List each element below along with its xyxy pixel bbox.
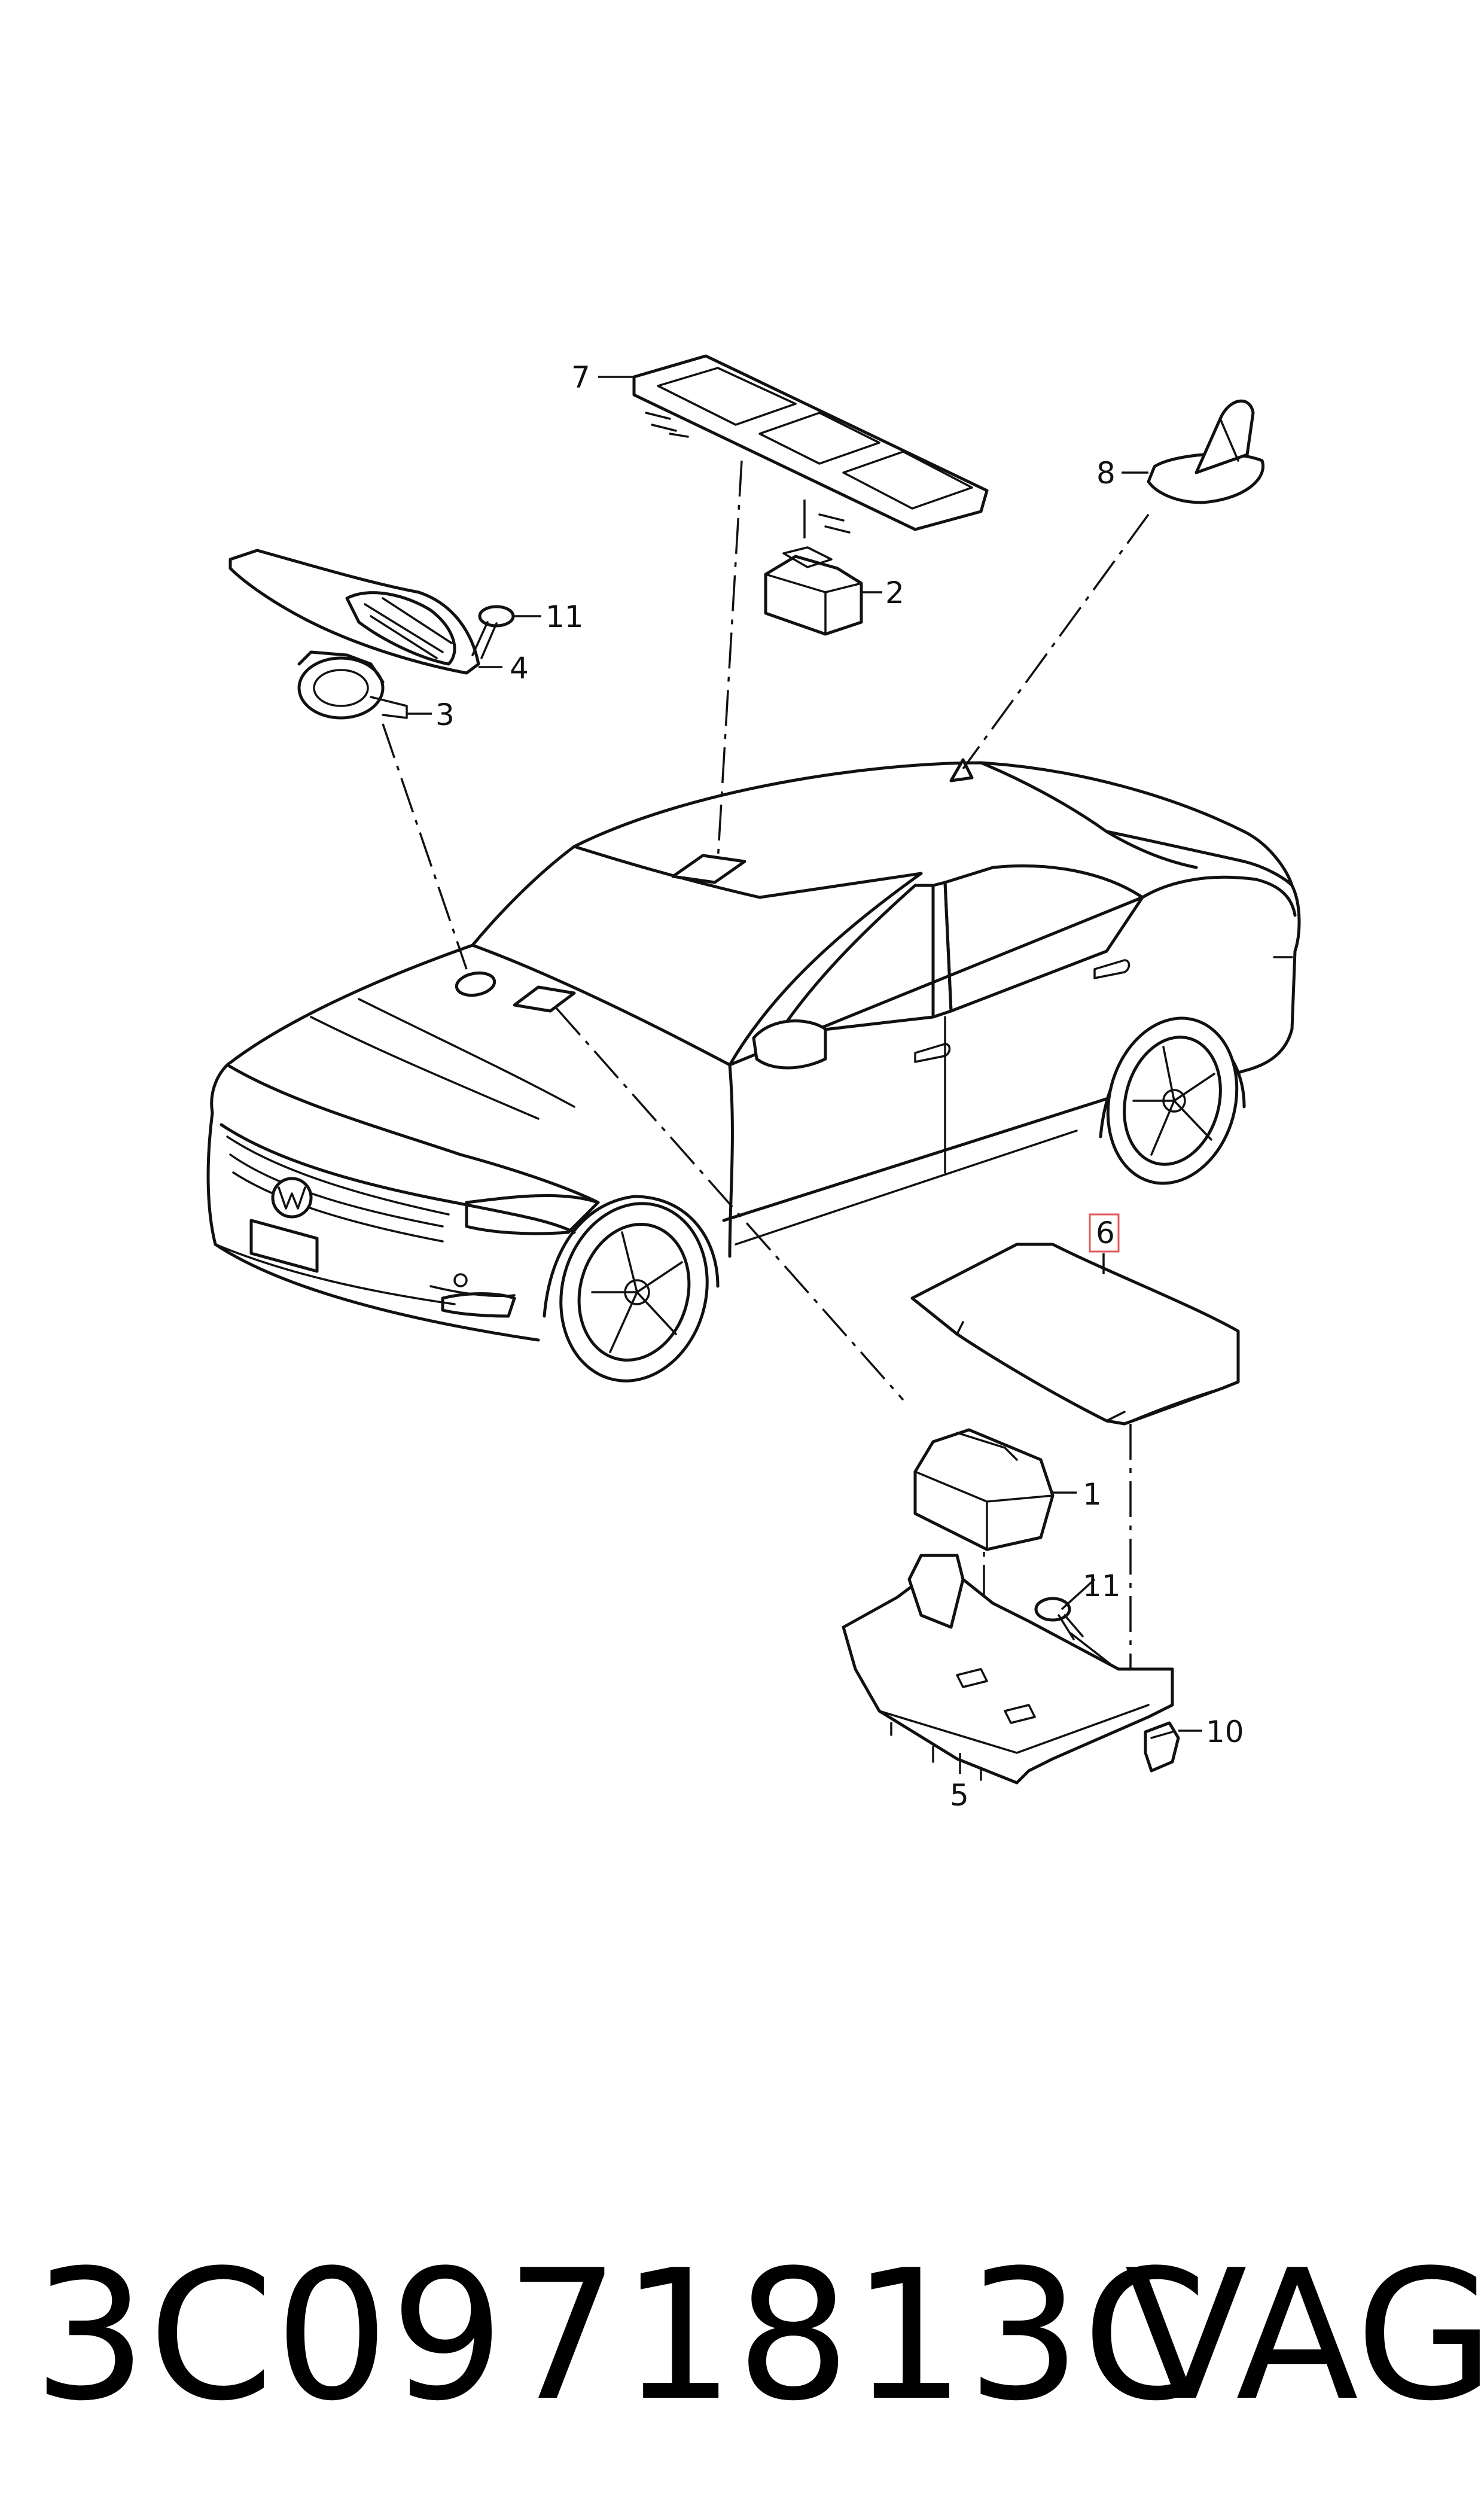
callout-6: 6 bbox=[1096, 1216, 1115, 1250]
callout-5: 5 bbox=[950, 1778, 969, 1813]
callout-11-top: 11 bbox=[546, 599, 584, 634]
callout-7: 7 bbox=[571, 360, 590, 395]
brand-label: VAG bbox=[1125, 2231, 1484, 2440]
part-7-roof-module-panel bbox=[598, 354, 989, 538]
callout-8: 8 bbox=[1096, 456, 1116, 491]
callout-10: 10 bbox=[1206, 1715, 1244, 1749]
callout-4: 4 bbox=[510, 651, 529, 686]
car-illustration bbox=[206, 758, 1301, 1383]
part-1-control-unit bbox=[913, 1428, 1077, 1551]
callout-1: 1 bbox=[1083, 1477, 1102, 1512]
callout-11-bottom: 11 bbox=[1083, 1569, 1121, 1603]
part-2-control-unit bbox=[764, 546, 882, 636]
part-6-cover bbox=[910, 1213, 1240, 1426]
part-4-speaker-cover bbox=[228, 549, 502, 675]
part-10-clip bbox=[1144, 1721, 1202, 1773]
part-5-bracket bbox=[842, 1554, 1174, 1785]
highlight-box-6 bbox=[1089, 1213, 1120, 1253]
callout-2: 2 bbox=[885, 576, 904, 610]
part-11-screw-top bbox=[471, 605, 541, 659]
callout-3: 3 bbox=[435, 698, 455, 732]
part-8-roof-antenna bbox=[1122, 399, 1264, 504]
part-number-label: 3C0971813C bbox=[33, 2231, 1209, 2440]
part-3-speaker bbox=[297, 650, 432, 720]
